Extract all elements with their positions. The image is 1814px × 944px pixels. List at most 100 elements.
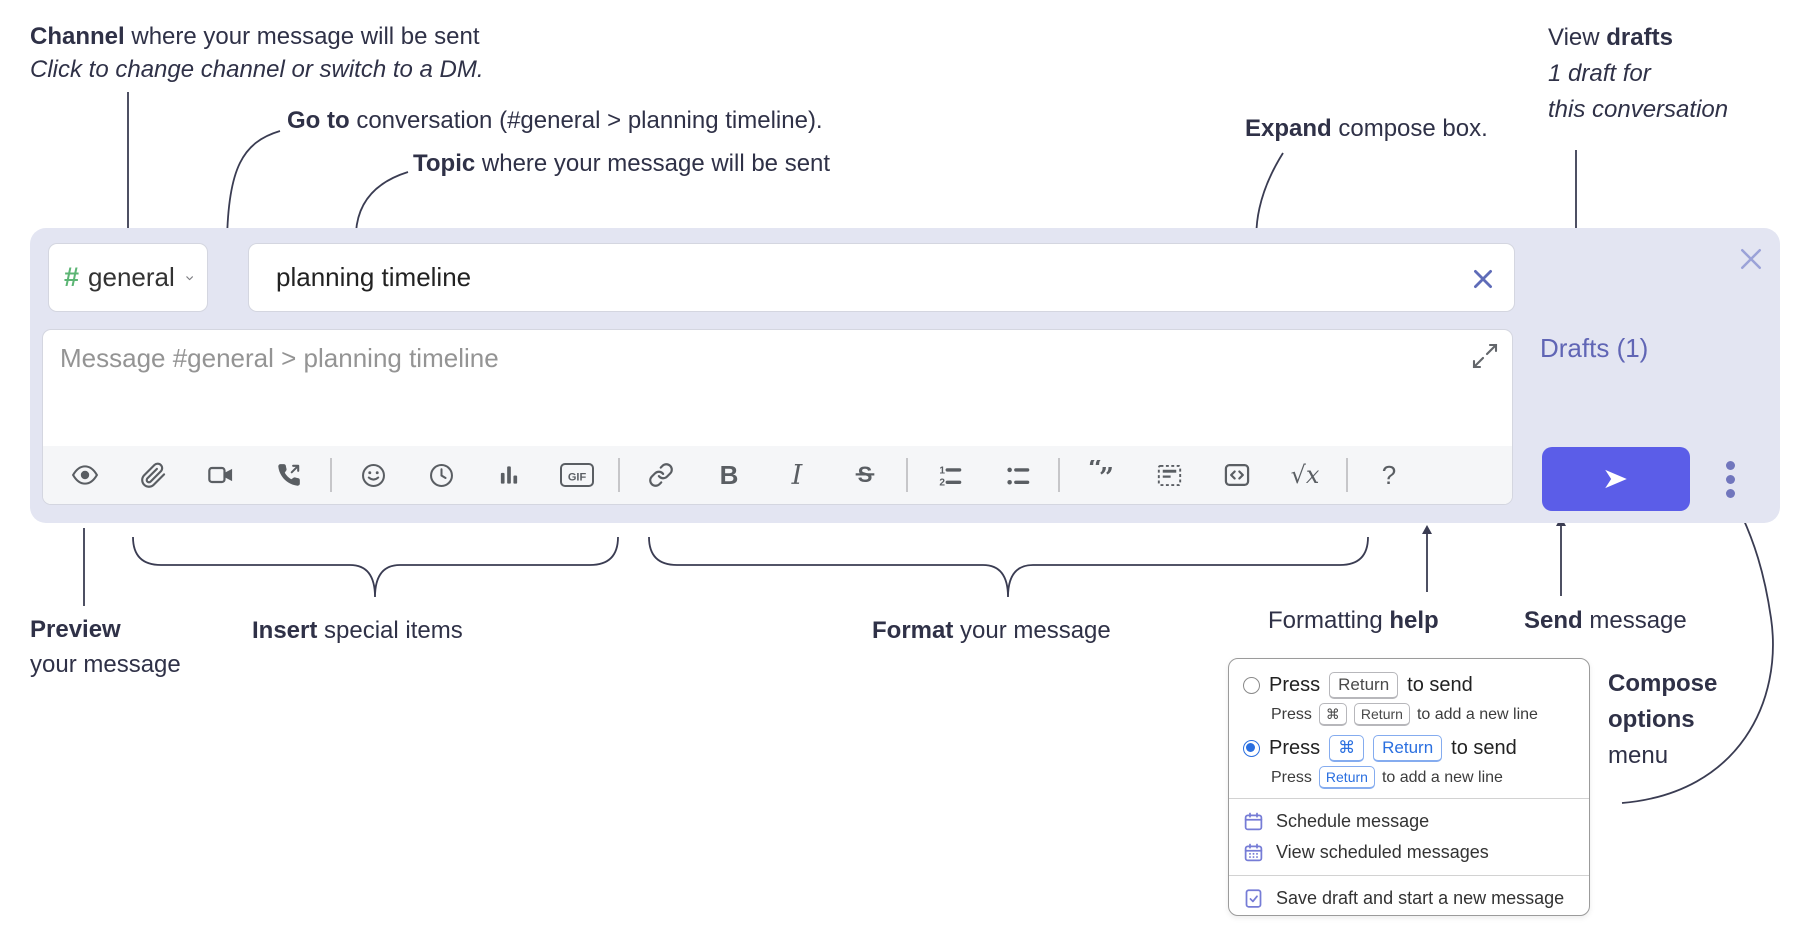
- format-annotation: Format your message: [872, 617, 1111, 644]
- link-icon: [649, 463, 673, 487]
- topic-annotation: Topic where your message will be sent: [413, 150, 831, 177]
- video-camera-icon: [208, 466, 233, 484]
- channel-hash-icon: #: [64, 262, 80, 292]
- strikethrough-icon: S: [855, 462, 875, 487]
- drafts-link[interactable]: Drafts (1): [1540, 333, 1649, 363]
- view-drafts-annotation: View drafts 1 draft for this conversatio…: [1548, 24, 1729, 123]
- message-placeholder: Message #general > planning timeline: [60, 343, 499, 373]
- ellipsis-icon: [1725, 474, 1735, 484]
- clock-icon: [429, 463, 453, 487]
- schedule-message-item[interactable]: Schedule message: [1243, 806, 1575, 837]
- send-option-cmd-return[interactable]: Press ⌘ Return to send: [1243, 735, 1575, 762]
- toolbar-divider: [1346, 458, 1348, 492]
- toolbar-divider: [618, 458, 620, 492]
- toolbar-divider: [330, 458, 332, 492]
- radio-selected[interactable]: [1243, 740, 1260, 757]
- poll-button[interactable]: [475, 450, 543, 500]
- math-button[interactable]: √x: [1290, 461, 1320, 489]
- ellipsis-icon: [1725, 460, 1735, 470]
- svg-text:1: 1: [939, 465, 945, 476]
- calendar-icon: [1244, 812, 1263, 831]
- toolbar-divider: [1058, 458, 1060, 492]
- insert-annotation: Insert special items: [252, 617, 463, 644]
- message-formatting-help-button[interactable]: ?: [1355, 450, 1423, 500]
- phone-call-icon: [278, 464, 300, 486]
- save-draft-item[interactable]: Save draft and start a new message: [1243, 883, 1575, 914]
- global-time-button[interactable]: [407, 450, 475, 500]
- spoiler-icon: [1157, 464, 1181, 486]
- insert-brace: [132, 536, 619, 598]
- goto-annotation: Go to conversation (#general > planning …: [287, 107, 823, 134]
- gif-icon: GIF: [560, 463, 594, 487]
- message-panel: Message #general > planning timeline: [42, 329, 1513, 505]
- bulleted-list-icon: [1006, 467, 1029, 484]
- code-button[interactable]: [1203, 450, 1271, 500]
- quote-icon: “”: [1088, 460, 1114, 490]
- question-mark-icon: ?: [1381, 459, 1397, 490]
- channel-annotation: Channel where your message will be sent: [30, 23, 480, 50]
- chevron-down-icon: [186, 275, 193, 280]
- topic-arrow-line: [355, 171, 409, 233]
- close-icon: [1741, 249, 1761, 269]
- svg-text:2: 2: [939, 477, 945, 488]
- expand-annotation: Expand compose box.: [1245, 115, 1488, 142]
- topic-value: planning timeline: [276, 262, 472, 292]
- cmd-key: ⌘: [1318, 703, 1347, 726]
- strikethrough-button[interactable]: S: [831, 450, 899, 500]
- gif-button[interactable]: GIF: [543, 450, 611, 500]
- ordered-list-icon: 12: [939, 465, 961, 488]
- compose-options-annotation: Compose options menu: [1608, 670, 1718, 769]
- clear-topic-button[interactable]: [1470, 266, 1496, 292]
- return-key: Return: [1318, 766, 1375, 789]
- bulleted-list-button[interactable]: [983, 450, 1051, 500]
- formatting-help-annotation: Formatting help: [1268, 607, 1439, 634]
- video-call-button[interactable]: [187, 450, 255, 500]
- compose-options-popup: Press Return to send Press ⌘ Return to a…: [1228, 658, 1590, 916]
- return-key: Return: [1373, 735, 1443, 762]
- italic-button[interactable]: I: [791, 459, 803, 491]
- channel-selector[interactable]: # general: [48, 243, 208, 312]
- popup-divider: [1229, 875, 1589, 876]
- channel-annotation-subtitle: Click to change channel or switch to a D…: [30, 56, 484, 83]
- format-brace: [648, 536, 1369, 598]
- send-button[interactable]: [1542, 447, 1690, 511]
- return-key: Return: [1329, 672, 1399, 699]
- message-input[interactable]: Message #general > planning timeline: [43, 330, 1512, 447]
- send-annotation: Send message: [1524, 607, 1687, 634]
- view-scheduled-messages-item[interactable]: View scheduled messages: [1243, 837, 1575, 868]
- toolbar-divider: [906, 458, 908, 492]
- quote-button[interactable]: “”: [1067, 450, 1135, 500]
- emoji-button[interactable]: [339, 450, 407, 500]
- popup-divider: [1229, 798, 1589, 799]
- close-compose-button[interactable]: [1736, 244, 1766, 274]
- close-icon: [1474, 270, 1492, 288]
- link-button[interactable]: [627, 450, 695, 500]
- radio-unselected[interactable]: [1243, 677, 1260, 694]
- send-option-return[interactable]: Press Return to send: [1243, 672, 1575, 699]
- send-option-cmd-return-subtext: Press Return to add a new line: [1271, 766, 1575, 789]
- smiley-icon: [361, 463, 385, 487]
- channel-name: general: [88, 262, 175, 292]
- preview-button[interactable]: [51, 450, 119, 500]
- svg-text:“: “: [1088, 460, 1103, 484]
- goto-arrow-line: [226, 130, 281, 243]
- topic-input[interactable]: planning timeline: [248, 243, 1515, 312]
- attach-file-button[interactable]: [119, 450, 187, 500]
- expand-compose-button[interactable]: [1468, 339, 1502, 373]
- bold-button[interactable]: B: [719, 459, 739, 490]
- svg-text:”: ”: [1099, 463, 1114, 490]
- compose-options-menu-button[interactable]: [1718, 455, 1742, 503]
- send-option-return-subtext: Press ⌘ Return to add a new line: [1271, 703, 1575, 726]
- calendar-grid-icon: [1244, 843, 1263, 862]
- voice-call-button[interactable]: [255, 450, 323, 500]
- paperclip-icon: [140, 462, 165, 488]
- return-key: Return: [1353, 703, 1410, 726]
- eye-icon: [71, 465, 99, 485]
- expand-icon: [1472, 343, 1498, 369]
- spoiler-button[interactable]: [1135, 450, 1203, 500]
- ellipsis-icon: [1725, 488, 1735, 498]
